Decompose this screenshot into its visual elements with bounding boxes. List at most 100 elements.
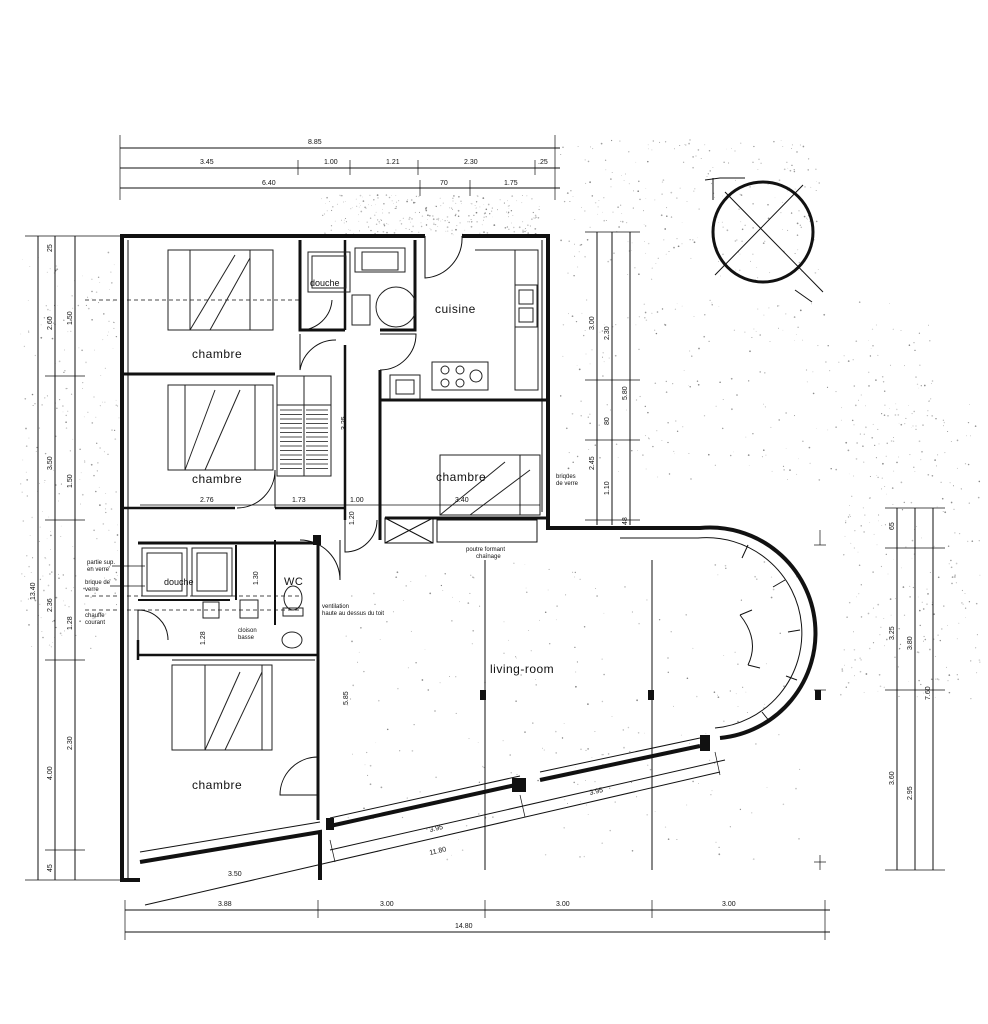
- speckle: [815, 220, 818, 223]
- speckle: [425, 209, 428, 212]
- speckle: [599, 331, 601, 333]
- speckle: [55, 269, 57, 272]
- speckle: [50, 531, 51, 533]
- speckle: [455, 712, 457, 714]
- speckle: [468, 214, 470, 217]
- speckle: [586, 299, 588, 301]
- speckle: [807, 158, 810, 160]
- speckle: [843, 355, 845, 357]
- speckle: [854, 659, 856, 661]
- speckle: [735, 269, 737, 271]
- speckle: [378, 220, 380, 223]
- speckle: [386, 728, 389, 731]
- speckle: [652, 445, 654, 448]
- speckle: [644, 317, 646, 319]
- speckle: [847, 360, 850, 362]
- speckle: [95, 490, 97, 493]
- speckle: [503, 621, 505, 623]
- speckle: [796, 234, 799, 236]
- speckle: [34, 599, 37, 602]
- speckle: [607, 334, 610, 337]
- speckle: [577, 266, 579, 268]
- speckle: [856, 442, 858, 444]
- speckle: [749, 350, 751, 353]
- speckle: [851, 666, 853, 669]
- speckle: [638, 348, 640, 351]
- annotations: partie sup. en verre brique de verre cha…: [85, 474, 579, 641]
- speckle: [937, 576, 940, 579]
- speckle: [623, 746, 625, 749]
- speckle: [108, 529, 110, 531]
- speckle: [410, 199, 413, 201]
- speckle: [968, 601, 971, 603]
- speckle: [91, 422, 94, 424]
- speckle: [650, 278, 653, 280]
- speckle: [57, 573, 60, 575]
- dim-right-e: 2.45: [589, 456, 596, 470]
- speckle: [661, 308, 664, 310]
- note-briques-1: briques: [556, 474, 576, 480]
- speckle: [799, 144, 801, 146]
- speckle: [513, 226, 515, 229]
- speckle: [770, 576, 773, 578]
- speckle: [62, 411, 64, 413]
- speckle: [574, 576, 575, 578]
- speckle: [738, 208, 740, 210]
- speckle: [468, 738, 470, 740]
- speckle: [509, 754, 512, 756]
- speckle: [406, 797, 408, 799]
- speckle: [918, 387, 920, 389]
- speckle: [677, 245, 680, 248]
- speckle: [934, 696, 936, 698]
- speckle: [695, 155, 697, 157]
- speckle: [531, 197, 533, 200]
- speckle: [388, 212, 390, 214]
- speckle: [840, 419, 842, 421]
- speckle: [726, 229, 729, 232]
- speckle: [492, 816, 494, 818]
- speckle: [555, 730, 557, 733]
- speckle: [672, 383, 674, 385]
- speckle: [50, 646, 53, 648]
- speckle: [375, 211, 377, 213]
- speckle: [563, 827, 565, 829]
- speckle: [343, 201, 344, 203]
- speckle: [868, 647, 871, 650]
- speckle: [516, 200, 518, 202]
- speckle: [767, 204, 769, 206]
- speckle: [91, 290, 93, 293]
- speckle: [666, 207, 668, 209]
- speckle: [357, 214, 359, 216]
- speckle: [64, 630, 65, 632]
- speckle: [796, 151, 798, 153]
- speckle: [440, 220, 442, 222]
- speckle: [38, 427, 40, 429]
- speckle: [28, 330, 30, 332]
- speckle: [734, 240, 737, 242]
- speckle: [815, 168, 817, 170]
- speckle: [61, 634, 63, 636]
- speckle: [815, 189, 817, 192]
- speckle: [41, 404, 43, 406]
- speckle: [574, 243, 575, 245]
- speckle: [665, 380, 667, 383]
- speckle: [556, 605, 558, 607]
- speckle: [509, 205, 510, 207]
- speckle: [345, 221, 347, 223]
- speckle: [447, 230, 449, 232]
- speckle: [94, 592, 96, 595]
- speckle: [602, 754, 604, 756]
- speckle: [393, 232, 396, 234]
- speckle: [470, 203, 471, 204]
- dim-right-c: 5.80: [622, 386, 629, 400]
- speckle: [665, 391, 668, 393]
- speckle: [602, 375, 604, 377]
- speckle: [683, 370, 685, 371]
- speckle: [879, 685, 882, 688]
- speckle: [116, 405, 119, 407]
- speckle: [116, 524, 118, 526]
- speckle: [110, 508, 113, 510]
- speckle: [608, 357, 610, 359]
- speckle: [913, 466, 915, 469]
- speckle: [865, 426, 867, 429]
